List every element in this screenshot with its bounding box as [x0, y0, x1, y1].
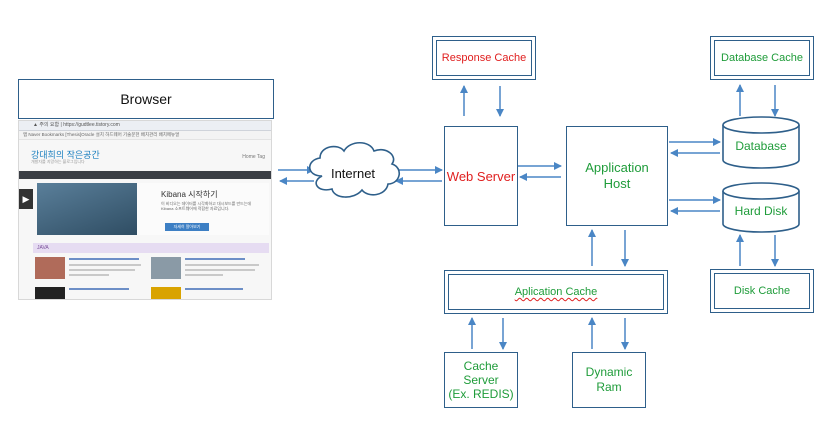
ad-button: 자세히 알아보기	[165, 223, 209, 231]
blog-menu-bar	[19, 171, 271, 179]
blog-nav: Home Tag	[242, 154, 265, 160]
internet-label: Internet	[331, 166, 375, 181]
post-line	[185, 274, 223, 276]
web-server-label: Web Server	[446, 168, 516, 184]
post-thumbnail	[35, 257, 65, 279]
cache-server-label-1: Cache	[463, 359, 499, 373]
cache-server-label-2: Server	[463, 373, 499, 387]
post-line	[69, 288, 129, 290]
database-cache-label: Database Cache	[721, 52, 803, 64]
application-host-box: Application Host	[566, 126, 668, 226]
section-header: JAVA	[33, 243, 269, 253]
post-line	[69, 258, 139, 260]
post-line	[69, 264, 141, 266]
bookmarks-bar: 앱 Naver Bookmarks [Thesis]Oracle 설치 하드웨어…	[19, 131, 271, 140]
post-thumbnail	[35, 287, 65, 299]
application-cache-label: Aplication Cache	[514, 286, 598, 298]
response-cache-label: Response Cache	[441, 52, 527, 64]
post-line	[69, 274, 109, 276]
post-line	[69, 269, 135, 271]
application-host-label-1: Application	[585, 160, 649, 175]
internet-cloud	[308, 141, 400, 198]
disk-cache-box: Disk Cache	[710, 269, 814, 313]
ad-panel: Kibana 시작하기 이 비디오는 데이터를 시각화하고 대시보드를 만드는데…	[137, 183, 269, 235]
harddisk-label: Hard Disk	[735, 204, 789, 218]
play-icon: ▶	[19, 189, 33, 209]
browser-screenshot: ▲ 주의 요함 | https://gudtlee.tistory.com 앱 …	[18, 120, 272, 300]
blog-title: 강대희의 작은공간	[31, 150, 100, 160]
browser-label: Browser	[120, 91, 172, 107]
post-line	[185, 288, 243, 290]
post-line	[185, 269, 255, 271]
database-cache-box: Database Cache	[710, 36, 814, 80]
dynamic-ram-label-1: Dynamic	[585, 365, 633, 379]
post-thumbnail	[151, 287, 181, 299]
post-thumbnail	[151, 257, 181, 279]
address-bar: ▲ 주의 요함 | https://gudtlee.tistory.com	[19, 121, 271, 131]
harddisk-cylinder	[722, 182, 800, 233]
database-label: Database	[735, 139, 787, 153]
browser-box: Browser	[18, 79, 274, 119]
web-server-box: Web Server	[444, 126, 518, 226]
post-line	[185, 264, 259, 266]
cache-server-label-3: (Ex. REDIS)	[448, 387, 514, 401]
hero-image	[37, 183, 137, 235]
dynamic-ram-label-2: Ram	[596, 380, 622, 394]
dynamic-ram-box: Dynamic Ram	[572, 352, 646, 408]
disk-cache-label: Disk Cache	[733, 285, 791, 297]
response-cache-box: Response Cache	[432, 36, 536, 80]
blog-subtitle: 개발자를 지망하는 블로그입니다	[31, 159, 85, 164]
application-host-label-2: Host	[603, 176, 631, 191]
ad-title: Kibana 시작하기	[161, 190, 218, 199]
cache-server-box: Cache Server (Ex. REDIS)	[444, 352, 518, 408]
ad-text: 이 비디오는 데이터를 시각화하고 대시보드를 만드는데 Kibana 소프트웨…	[161, 201, 252, 211]
database-cylinder	[722, 116, 800, 169]
post-line	[185, 258, 245, 260]
application-cache-box: Aplication Cache	[444, 270, 668, 314]
